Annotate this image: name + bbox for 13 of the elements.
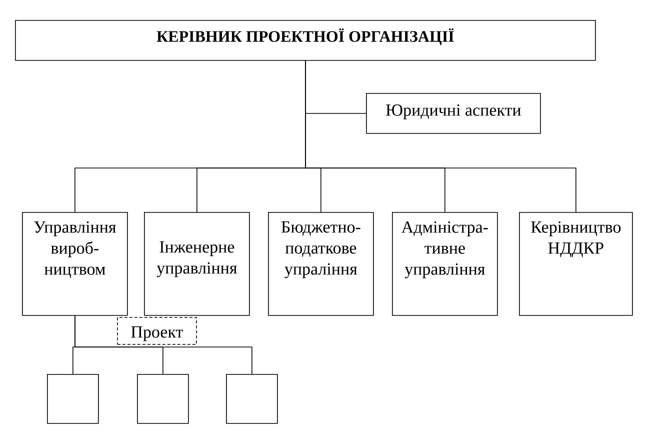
empty-box (226, 374, 278, 424)
org-box: Керівництво НДДКР (519, 212, 633, 316)
org-box: Інженерне управління (144, 212, 250, 316)
connector-line (305, 60, 576, 212)
heading-box: КЕРІВНИК ПРОЕКТНОЇ ОРГАНІЗАЦІЇ (15, 20, 596, 61)
empty-box (137, 374, 189, 424)
connector-line (74, 315, 252, 374)
dashed-box: Проект (117, 317, 197, 345)
org-box: Юридичні аспекти (366, 93, 541, 134)
org-box: Бюджетно- податкове упраління (268, 212, 374, 316)
empty-box (47, 374, 99, 424)
org-box: Управління вироб- ництвом (22, 212, 128, 316)
org-box: Адміністра- тивне управління (392, 212, 498, 316)
